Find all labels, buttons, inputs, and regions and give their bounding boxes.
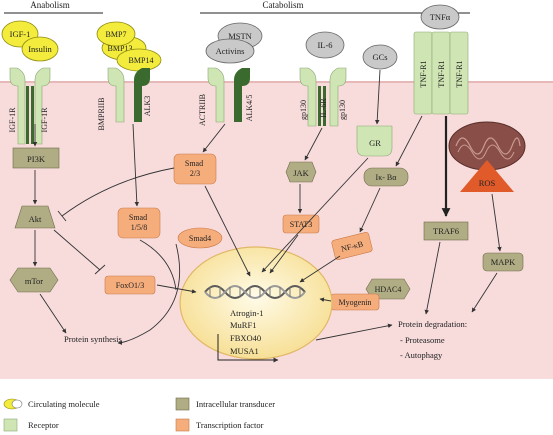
foxo13-label: FoxO1/3 bbox=[116, 281, 144, 290]
pi3k-box bbox=[12, 147, 60, 169]
mitochondrion-icon bbox=[448, 121, 526, 171]
smad23-label: Smad 2/3 bbox=[185, 159, 205, 178]
legend-receptor-label: Receptor bbox=[28, 420, 59, 430]
autophagy-label: - Autophagy bbox=[400, 350, 443, 360]
activins-ligand bbox=[205, 38, 255, 64]
stat3-label: STAT3 bbox=[290, 220, 312, 229]
gcs-label: GCs bbox=[372, 52, 387, 62]
nucleus bbox=[179, 246, 333, 360]
il6-ligand bbox=[305, 31, 345, 59]
gene-fbxo40: FBXO40 bbox=[230, 333, 261, 343]
smad158-box bbox=[117, 207, 161, 239]
igf1r-receptor bbox=[9, 67, 51, 145]
insulin-ligand bbox=[21, 36, 59, 62]
gp130-label-b: gp130 bbox=[338, 100, 347, 120]
mtor-label: mTor bbox=[25, 276, 43, 286]
mtor-box bbox=[9, 267, 59, 293]
tnfr1-label-c: TNF-R1 bbox=[455, 60, 464, 87]
foxo13-box bbox=[104, 275, 156, 295]
ikba-label: Iκ- Bα bbox=[376, 173, 398, 182]
ros-triangle bbox=[460, 160, 514, 192]
bmp14-label: BMP14 bbox=[129, 56, 154, 65]
activin-receptor bbox=[207, 67, 250, 123]
activins-label: Activins bbox=[216, 46, 245, 56]
legend-tf-label: Transcription factor bbox=[196, 420, 264, 430]
pathway-arrows bbox=[32, 69, 502, 345]
traf6-label: TRAF6 bbox=[433, 226, 459, 236]
bmp13-label: BMP13 bbox=[108, 44, 133, 53]
traf6-box bbox=[423, 221, 469, 241]
tnfr1-label-a: TNF-R1 bbox=[419, 60, 428, 87]
protein-synthesis-label: Protein synthesis bbox=[64, 334, 122, 344]
alk3-label: ALK3 bbox=[143, 96, 152, 116]
gr-receptor bbox=[356, 125, 393, 157]
smad4-box bbox=[177, 227, 223, 249]
alk45-label: ALK4/5 bbox=[245, 95, 254, 122]
insulin-label: Insulin bbox=[28, 44, 52, 54]
ros-label: ROS bbox=[479, 178, 496, 188]
hdac4-label: HDAC4 bbox=[375, 285, 402, 294]
legend-tf: Transcription factor bbox=[175, 418, 264, 432]
bmp7-ligand bbox=[96, 21, 136, 47]
nfkb-box bbox=[331, 232, 373, 260]
catabolism-label: Catabolism bbox=[263, 0, 304, 10]
mstn-label: MSTN bbox=[228, 31, 252, 41]
actr2b-label: ACTRIIB bbox=[198, 94, 207, 126]
akt-label: Akt bbox=[29, 214, 42, 224]
bmp-receptor bbox=[107, 67, 150, 123]
ikba-box bbox=[363, 167, 409, 187]
tnfa-ligand bbox=[420, 4, 460, 30]
gene-atrogin1: Atrogin-1 bbox=[230, 308, 264, 318]
pi3k-label: PI3K bbox=[27, 154, 46, 164]
tnfr1-receptor bbox=[413, 31, 469, 115]
protein-degradation-label: Protein degradation: bbox=[398, 319, 467, 329]
smad158-label: Smad 1/5/8 bbox=[129, 213, 149, 232]
mapk-box bbox=[482, 252, 524, 272]
proteasome-label: - Proteasome bbox=[400, 335, 445, 345]
il6-receptor bbox=[299, 67, 347, 127]
smad23-box bbox=[173, 153, 217, 185]
gene-musa1: MUSA1 bbox=[230, 346, 259, 356]
legend-receptor: Receptor bbox=[3, 418, 59, 432]
jak-box bbox=[285, 161, 317, 183]
igf1-label: IGF-1 bbox=[10, 29, 31, 39]
legend-transducer-label: Intracellular transducer bbox=[196, 399, 275, 409]
gr-label: GR bbox=[369, 138, 381, 148]
igf1r-label-b: IGF-1R bbox=[40, 107, 49, 133]
igf1r-label-a: IGF-1R bbox=[8, 107, 17, 133]
bmpr2b-label: BMPRIIB bbox=[97, 98, 106, 131]
dna-helix-icon bbox=[204, 285, 306, 299]
gcs-ligand bbox=[362, 44, 398, 70]
legend-circulating-label: Circulating molecule bbox=[28, 399, 100, 409]
legend: Circulating molecule Intracellular trans… bbox=[3, 397, 275, 432]
mapk-label: MAPK bbox=[491, 257, 516, 267]
anabolism-label: Anabolism bbox=[30, 0, 70, 10]
myogenin-label: Myogenin bbox=[339, 298, 372, 307]
bmp7-label: BMP7 bbox=[106, 30, 127, 39]
gene-arrow-bracket bbox=[217, 334, 279, 363]
il6-label: IL-6 bbox=[317, 40, 332, 50]
gp130-label-a: gp130 bbox=[299, 100, 308, 120]
smad4-label: Smad4 bbox=[189, 234, 211, 243]
stat3-box bbox=[282, 214, 320, 234]
legend-circulating: Circulating molecule bbox=[3, 398, 100, 410]
tnfa-label: TNFα bbox=[430, 12, 451, 22]
il6r-label: IL-6R bbox=[319, 98, 328, 118]
akt-box bbox=[14, 205, 56, 229]
jak-label: JAK bbox=[293, 168, 309, 178]
gene-murf1: MuRF1 bbox=[230, 320, 256, 330]
legend-transducer: Intracellular transducer bbox=[175, 397, 275, 411]
tnfr1-label-b: TNF-R1 bbox=[437, 60, 446, 87]
